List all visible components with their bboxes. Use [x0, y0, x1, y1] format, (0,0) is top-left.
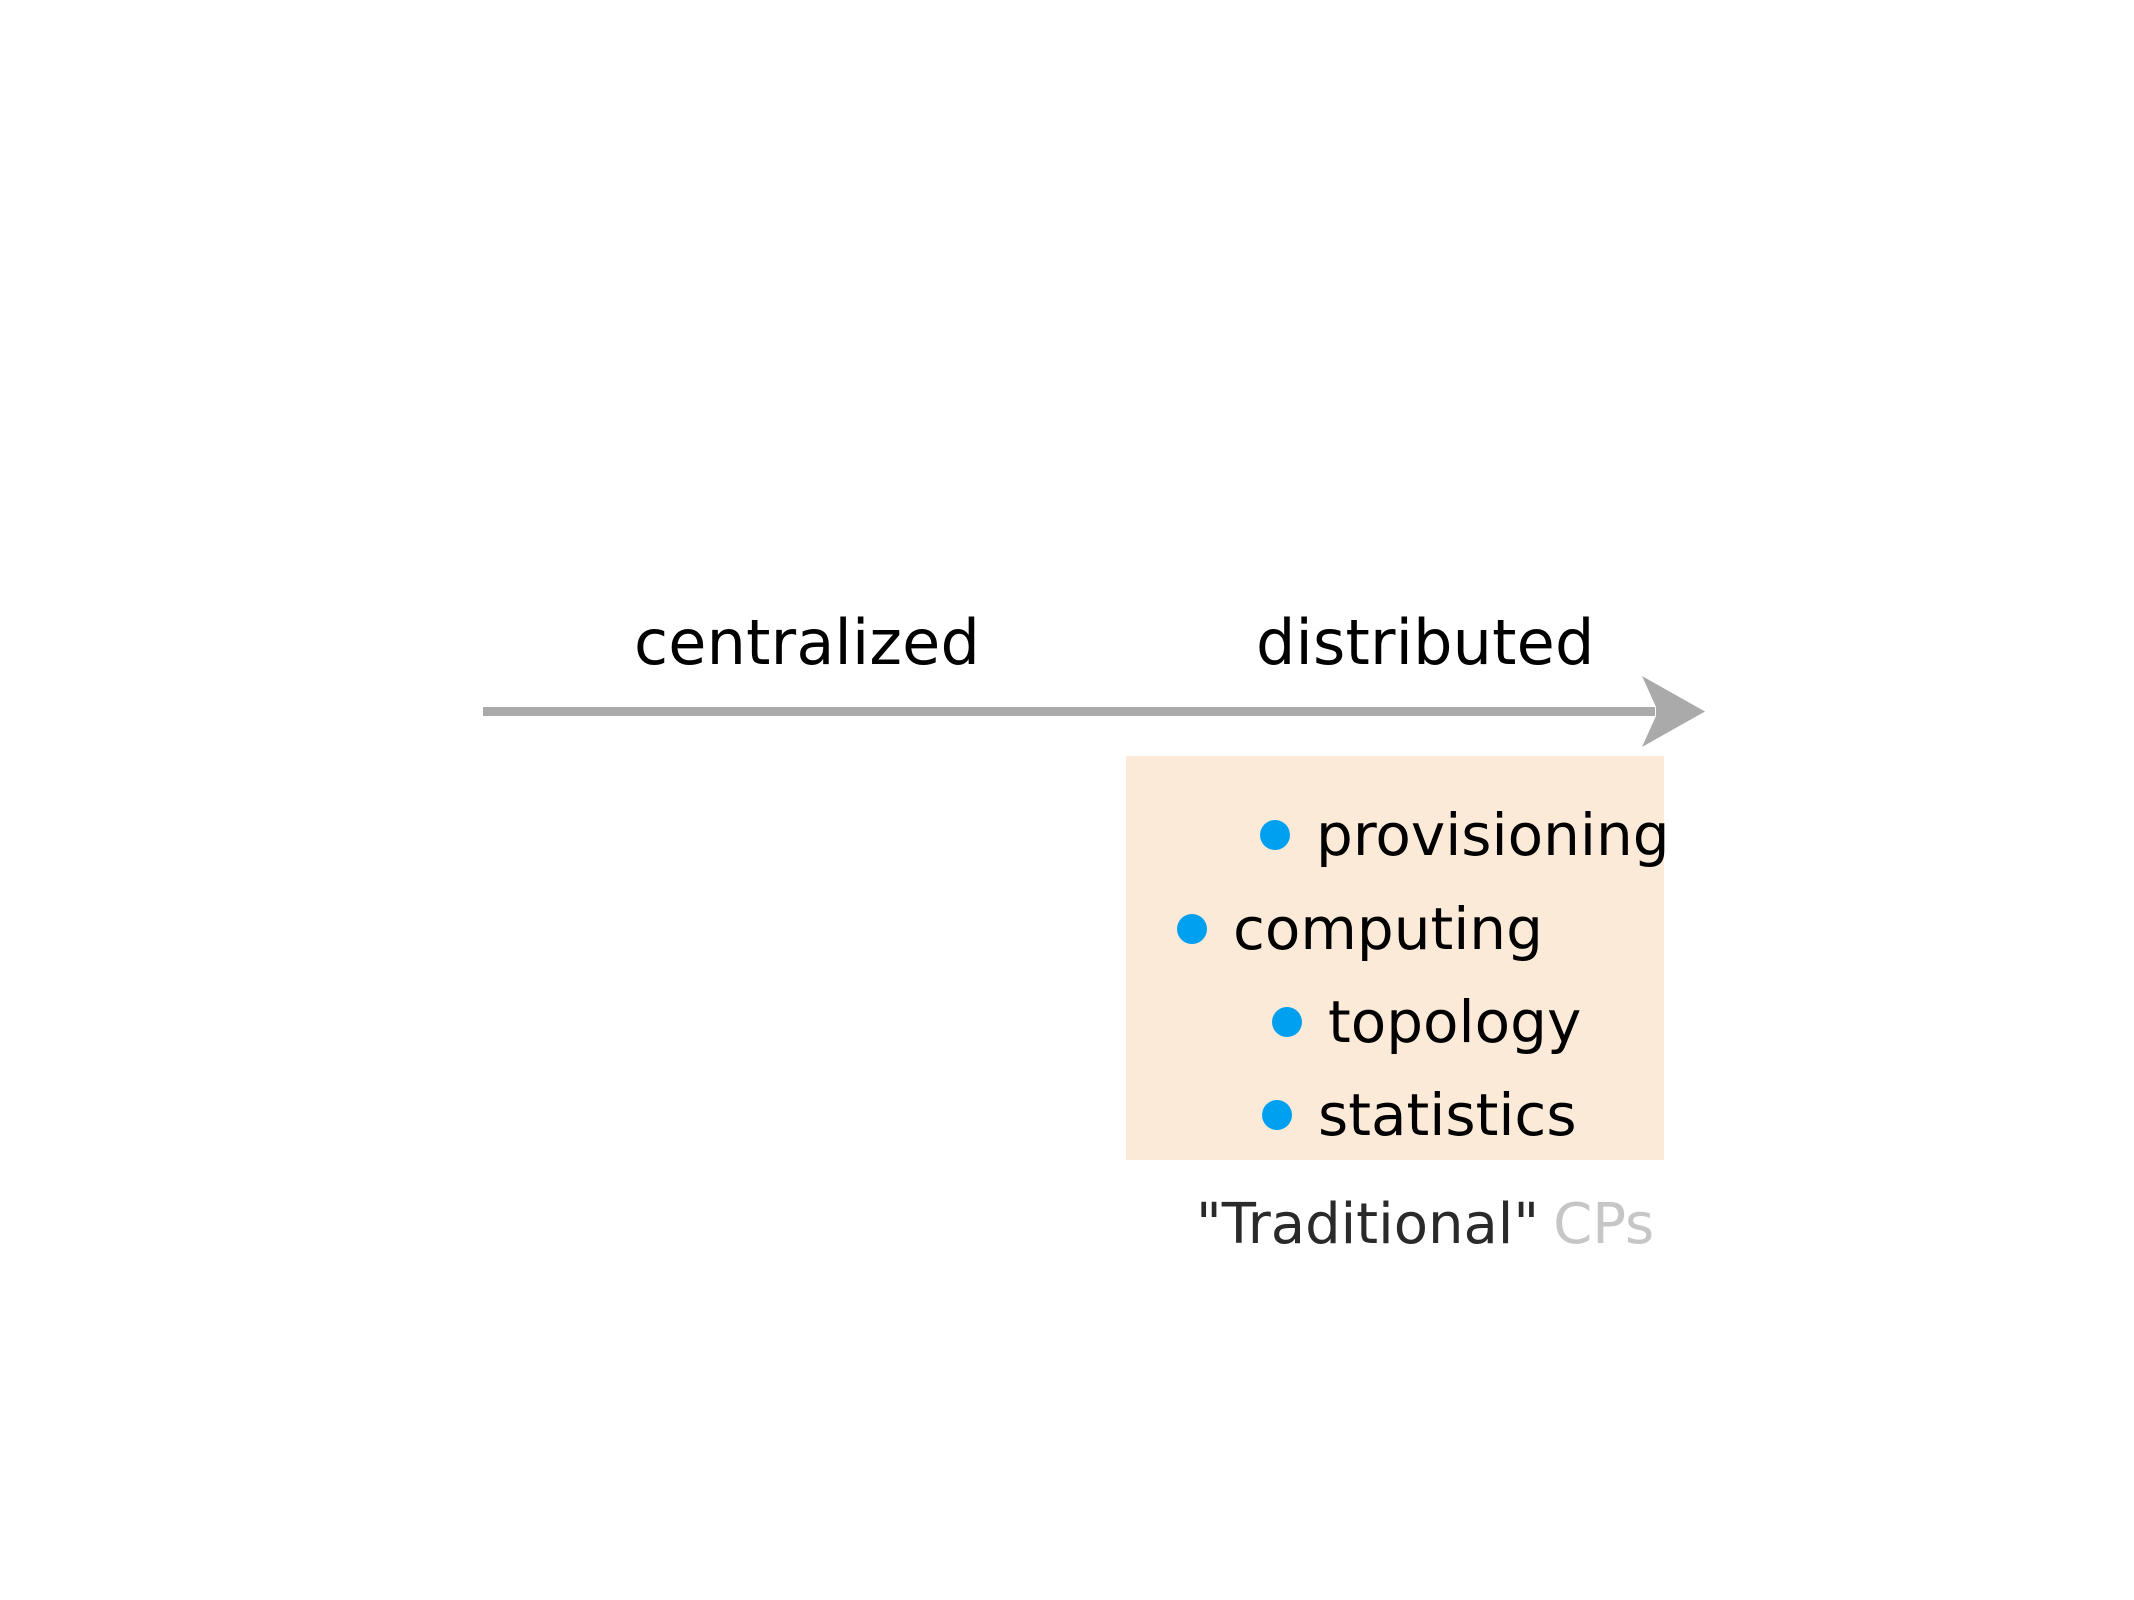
- group-box-caption: "Traditional"CPs: [1196, 1197, 1654, 1253]
- list-item-statistics: statistics: [1262, 1086, 1577, 1144]
- caption-primary-text: "Traditional": [1196, 1192, 1540, 1257]
- traditional-group-box: [1126, 756, 1664, 1160]
- list-item-label: provisioning: [1316, 801, 1670, 869]
- list-item-label: statistics: [1318, 1081, 1577, 1149]
- bullet-dot-icon: [1262, 1100, 1292, 1130]
- caption-secondary-text: CPs: [1553, 1192, 1655, 1257]
- axis-label-distributed: distributed: [1256, 606, 1595, 679]
- axis-label-centralized: centralized: [634, 606, 981, 679]
- bullet-dot-icon: [1177, 914, 1207, 944]
- list-item-topology: topology: [1272, 993, 1581, 1051]
- bullet-dot-icon: [1272, 1007, 1302, 1037]
- bullet-dot-icon: [1260, 820, 1290, 850]
- list-item-computing: computing: [1177, 900, 1543, 958]
- list-item-label: topology: [1328, 988, 1582, 1056]
- list-item-provisioning: provisioning: [1260, 806, 1670, 864]
- spectrum-arrow-icon: [483, 676, 1705, 747]
- list-item-label: computing: [1233, 895, 1543, 963]
